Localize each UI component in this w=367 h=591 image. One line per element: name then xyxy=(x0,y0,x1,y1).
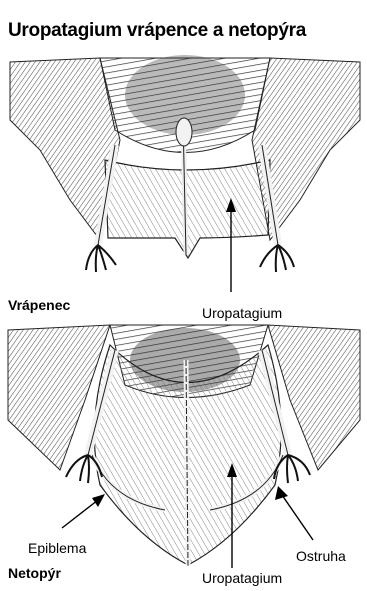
label-netopyr: Netopýr xyxy=(8,565,61,581)
bottom-bat-drawing xyxy=(8,325,360,568)
label-ostruha: Ostruha xyxy=(296,548,346,564)
top-bat-drawing xyxy=(10,55,360,292)
label-uropatagium-top: Uropatagium xyxy=(202,305,282,321)
label-vrapenec: Vrápenec xyxy=(8,297,70,313)
label-epiblema: Epiblema xyxy=(28,540,86,556)
label-uropatagium-bottom: Uropatagium xyxy=(202,570,282,586)
